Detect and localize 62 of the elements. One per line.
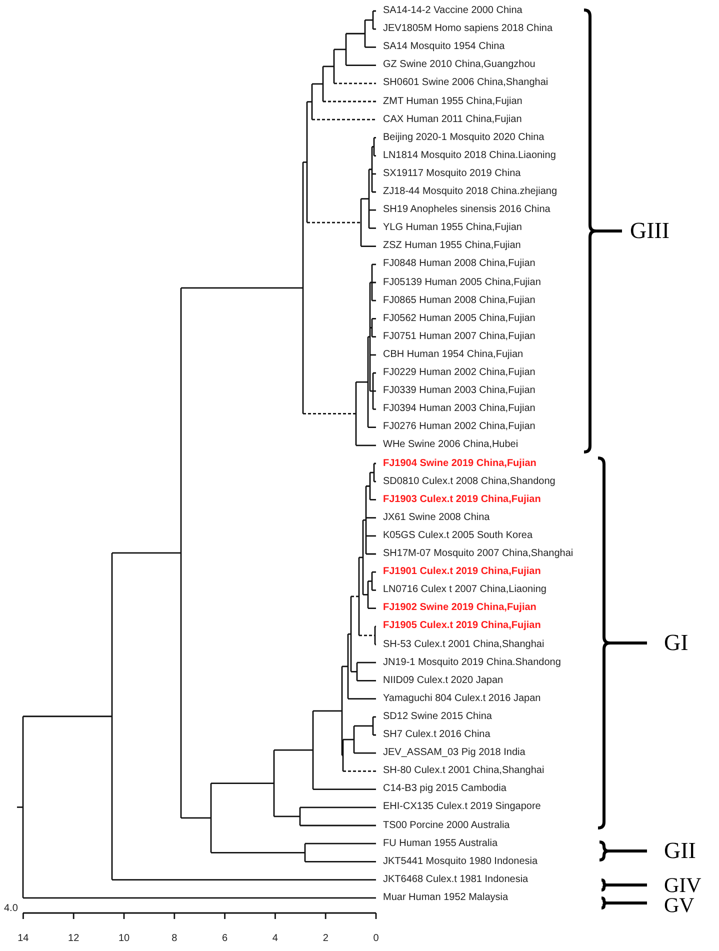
taxon-label: NIID09 Culex.t 2020 Japan [383, 674, 504, 687]
taxon-label: C14-B3 pig 2015 Cambodia [383, 783, 506, 796]
taxon-label: LN0716 Culex t 2007 China,Liaoning [383, 584, 546, 596]
taxon-label: FJ0751 Human 2007 China,Fujian [383, 330, 536, 343]
taxon-label: TS00 Porcine 2000 Australia [383, 820, 510, 832]
taxon-label: GZ Swine 2010 China,Guangzhou [383, 59, 536, 72]
taxon-label: ZSZ Human 1955 China,Fujian [383, 240, 521, 252]
tick-label: 6 [221, 933, 229, 945]
taxon-label: SD0810 Culex.t 2008 China,Shandong [383, 476, 556, 488]
genotype-label: GIII [630, 219, 670, 243]
taxon-label: EHI-CX135 Culex.t 2019 Singapore [383, 801, 541, 814]
taxon-label: JKT6468 Culex.t 1981 Indonesia [383, 874, 528, 886]
taxon-label: ZJ18-44 Mosquito 2018 China.zhejiang [383, 186, 557, 198]
taxon-label: SH17M-07 Mosquito 2007 China,Shanghai [383, 548, 574, 560]
taxon-label: FJ0339 Human 2003 China,Fujian [383, 385, 536, 398]
taxon-label: SH0601 Swine 2006 China,Shanghai [383, 77, 548, 90]
taxon-label: Yamaguchi 804 Culex.t 2016 Japan [383, 692, 541, 705]
taxon-label: SX19117 Mosquito 2019 China [383, 168, 521, 180]
taxon-label: FJ0848 Human 2008 China,Fujian [383, 258, 536, 270]
taxon-label: FJ1903 Culex.t 2019 China,Fujian [383, 494, 541, 506]
taxon-label: CAX Human 2011 China,Fujian [383, 114, 522, 126]
tick-label: 2 [322, 933, 330, 945]
genotype-label: GI [664, 631, 688, 655]
taxon-label: ZMT Human 1955 China,Fujian [383, 96, 522, 108]
genotype-label: GII [664, 839, 696, 863]
taxon-label: FJ0865 Human 2008 China,Fujian [383, 294, 536, 307]
taxon-label: JX61 Swine 2008 China [383, 512, 490, 524]
taxon-label: FJ0229 Human 2002 China,Fujian [383, 367, 536, 379]
taxon-label: JEV1805M Homo sapiens 2018 China [383, 23, 553, 36]
tick-label: 0 [372, 933, 380, 945]
taxon-label: FJ05139 Human 2005 China,Fujian [383, 276, 541, 288]
taxon-label: JN19-1 Mosquito 2019 China.Shandong [383, 656, 561, 669]
scale-label: 4.0 [4, 903, 18, 915]
taxon-label: FJ0394 Human 2003 China,Fujian [383, 403, 536, 416]
taxon-label: Beijing 2020-1 Mosquito 2020 China [383, 132, 544, 144]
taxon-label: SH7 Culex.t 2016 China [383, 729, 490, 741]
taxon-label: SD12 Swine 2015 China [383, 710, 492, 723]
taxon-label: SA14 Mosquito 1954 China [383, 41, 505, 54]
taxon-label: JEV_ASSAM_03 Pig 2018 India [383, 747, 526, 760]
taxon-label: CBH Human 1954 China,Fujian [383, 348, 524, 361]
tick-label: 4 [271, 933, 279, 945]
taxon-label: YLG Human 1955 China,Fujian [383, 222, 522, 234]
tick-label: 8 [170, 933, 178, 945]
taxon-label: SH-53 Culex.t 2001 China,Shanghai [383, 638, 544, 650]
taxon-label: K05GS Culex.t 2005 South Korea [383, 530, 533, 542]
taxon-label: SH19 Anopheles sinensis 2016 China [383, 204, 550, 216]
taxon-label: SH-80 Culex.t 2001 China,Shanghai [383, 765, 544, 778]
tick-label: 14 [16, 933, 30, 945]
taxon-label: FJ1905 Culex.t 2019 China,Fujian [383, 620, 541, 632]
taxon-label: FJ1902 Swine 2019 China,Fujian [383, 602, 536, 614]
tick-label: 12 [67, 933, 80, 945]
taxon-label: FJ1904 Swine 2019 China,Fujian [383, 458, 536, 470]
taxon-label: FJ0276 Human 2002 China,Fujian [383, 421, 536, 434]
taxon-label: FJ0562 Human 2005 China,Fujian [383, 312, 536, 325]
taxon-label: Muar Human 1952 Malaysia [383, 892, 508, 904]
taxon-label: FU Human 1955 Australia [383, 838, 498, 850]
taxon-label: WHe Swine 2006 China,Hubei [383, 439, 518, 452]
tick-label: 10 [117, 933, 131, 945]
taxon-label: LN1814 Mosquito 2018 China.Liaoning [383, 150, 556, 162]
taxon-label: SA14-14-2 Vaccine 2000 China [383, 5, 522, 17]
taxon-label: JKT5441 Mosquito 1980 Indonesia [383, 856, 538, 868]
taxon-label: FJ1901 Culex.t 2019 China,Fujian [383, 566, 541, 578]
